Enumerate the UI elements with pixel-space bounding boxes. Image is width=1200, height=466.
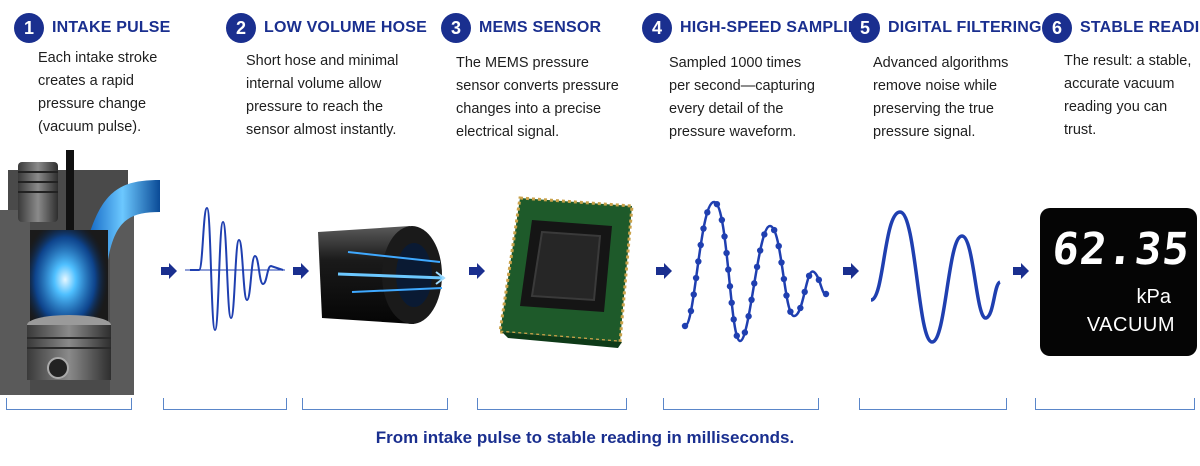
footer-caption: From intake pulse to stable reading in m…	[375, 428, 795, 447]
sample-dot	[797, 304, 804, 312]
sample-dot	[730, 316, 737, 323]
step-title-5: DIGITAL FILTERING	[888, 19, 1042, 36]
sample-dot	[718, 216, 726, 224]
step-6-header: 6 STABLE READING	[1042, 12, 1200, 44]
stage-bracket	[6, 398, 132, 410]
sample-dot	[728, 299, 735, 306]
sample-dot	[801, 288, 808, 296]
sample-dot	[692, 274, 700, 282]
sample-dot	[726, 283, 734, 290]
sample-dot	[690, 291, 697, 298]
step-3-header: 3 MEMS SENSOR	[441, 12, 601, 44]
sample-dot	[704, 209, 711, 216]
sample-dot	[725, 266, 732, 273]
sample-dot	[751, 280, 758, 287]
step-number-6: 6	[1042, 13, 1072, 43]
sampled-waveform	[681, 200, 830, 343]
stage-bracket	[477, 398, 627, 410]
sample-dot	[775, 242, 782, 250]
sample-dot	[713, 200, 721, 208]
step-2-header: 2 LOW VOLUME HOSE	[226, 12, 427, 44]
sample-dot	[756, 247, 764, 254]
flow-arrow-icon	[469, 263, 485, 279]
step-title-6: STABLE READING	[1080, 19, 1200, 36]
step-5-header: 5 DIGITAL FILTERING	[850, 12, 1042, 44]
sample-dot	[753, 263, 761, 271]
vacuum-display-screen: 62.35 kPa VACUUM	[1040, 208, 1197, 356]
sample-dot	[815, 276, 823, 284]
step-title-1: INTAKE PULSE	[52, 19, 171, 36]
sample-dot	[697, 241, 704, 249]
sample-dot	[822, 290, 830, 298]
flow-arrow-icon	[161, 263, 177, 279]
vacuum-reading-unit: kPa	[1136, 286, 1171, 308]
step-number-2: 2	[226, 13, 256, 43]
flow-arrow-icon	[293, 263, 309, 279]
sample-dot	[723, 249, 730, 257]
sample-dot	[783, 292, 790, 299]
step-number-5: 5	[850, 13, 880, 43]
engine-cylinder-illustration	[0, 150, 160, 395]
stage-bracket	[1035, 398, 1195, 410]
mems-sensor-chip-illustration	[498, 196, 634, 348]
vacuum-reading-value: 62.35	[1049, 224, 1193, 275]
sample-dot	[787, 308, 794, 315]
step-1-header: 1 INTAKE PULSE	[14, 12, 171, 44]
vacuum-reading-mode: VACUUM	[1086, 314, 1175, 336]
flow-arrow-icon	[1013, 263, 1029, 279]
sample-dot	[761, 231, 768, 238]
stage-bracket	[663, 398, 819, 410]
filtered-waveform	[870, 210, 1002, 344]
step-number-1: 1	[14, 13, 44, 43]
step-4-header: 4 HIGH-SPEED SAMPLING	[642, 12, 872, 44]
sample-dot	[780, 275, 788, 283]
sample-dot	[721, 233, 728, 240]
step-number-3: 3	[441, 13, 471, 43]
pressure-pulse-waveform	[185, 206, 285, 332]
stage-bracket	[859, 398, 1007, 410]
sample-dot	[733, 332, 740, 339]
low-volume-hose-illustration	[318, 226, 446, 324]
step-title-4: HIGH-SPEED SAMPLING	[680, 19, 873, 36]
stage-bracket	[302, 398, 448, 410]
sample-dot	[695, 258, 702, 265]
flow-arrow-icon	[656, 263, 672, 279]
stage-bracket	[163, 398, 287, 410]
step-title-3: MEMS SENSOR	[479, 19, 602, 36]
flow-arrow-icon	[843, 263, 859, 279]
sample-dot	[770, 226, 778, 234]
sample-dot	[681, 322, 689, 330]
sample-dot	[741, 329, 749, 336]
step-title-2: LOW VOLUME HOSE	[264, 19, 427, 36]
sample-dot	[745, 313, 752, 320]
step-number-4: 4	[642, 13, 672, 43]
sample-dot	[778, 259, 785, 266]
sample-dot	[687, 307, 695, 315]
sample-dot	[748, 296, 755, 304]
sample-dot	[700, 225, 707, 232]
sample-dot	[805, 272, 813, 280]
